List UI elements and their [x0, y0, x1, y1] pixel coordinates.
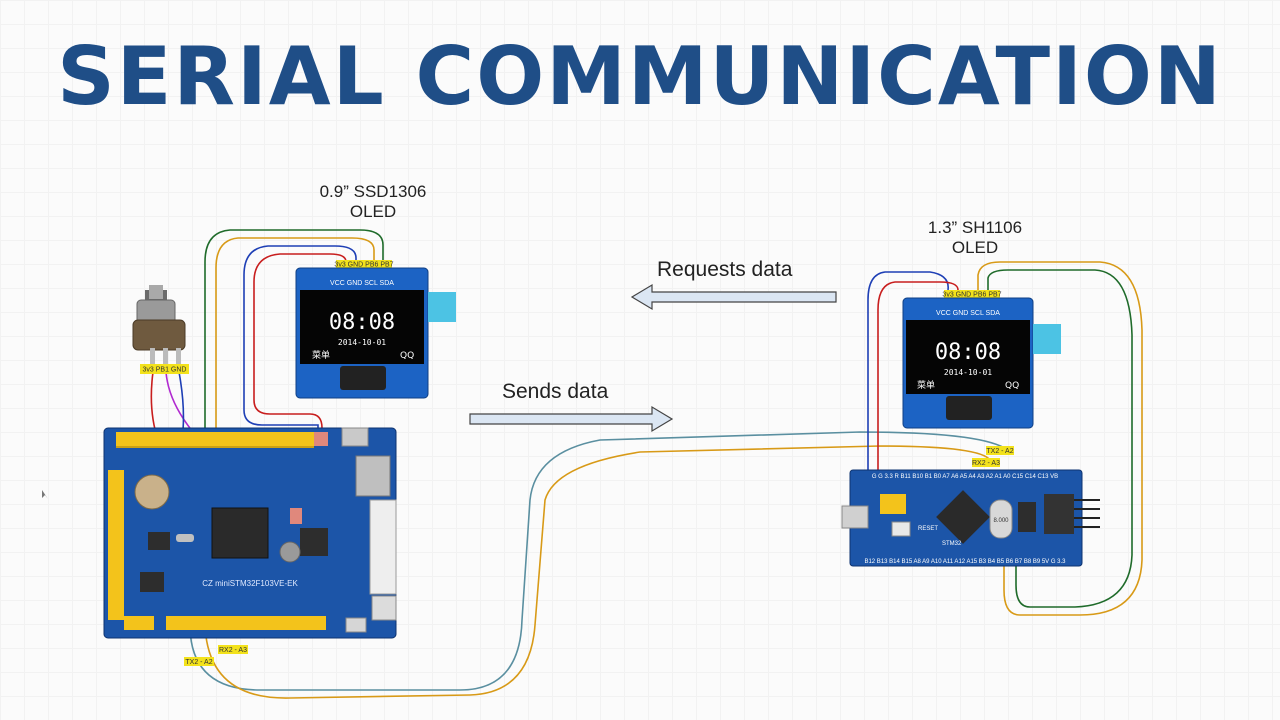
oled-left-time: 08:08 [329, 310, 395, 335]
requests-data-label: Requests data [657, 258, 793, 281]
wire-right-green [987, 269, 1133, 608]
wire-serial-orange [204, 445, 991, 699]
oled-right-model: 1.3” SH1106 [927, 218, 1023, 237]
oled-left-model: 0.9” SSD1306 [319, 182, 427, 201]
oled-left-type: OLED [349, 202, 397, 221]
oled-left-pin-row: VCC GND SCL SDA [330, 280, 394, 287]
oled-left-pin-header: 3v3 GND PB6 PB7 [334, 262, 393, 269]
oled-right-app: QQ [1005, 381, 1019, 391]
sends-arrow [469, 405, 674, 433]
page-title: SERIAL COMMUNICATION [57, 30, 1223, 123]
potentiometer: 3v3 PB1 GND [132, 285, 189, 374]
board-left-name: CZ miniSTM32F103VE-EK [202, 579, 298, 588]
oled-right-pin-header: 3v3 GND PB6 PB7 [942, 292, 1001, 299]
oled-right-date: 2014-10-01 [944, 368, 992, 377]
board-right-bottom-pins: B12 B13 B14 B15 A8 A9 A10 A11 A12 A15 B3… [864, 559, 1066, 565]
wire-right-red [877, 281, 959, 470]
board-right-reset-label: RESET [918, 526, 938, 532]
wire-left-blue [243, 245, 357, 440]
oled-right-module: 3v3 GND PB6 PB7 VCC GND SCL SDA 08:08 20… [902, 290, 1061, 429]
oled-left-app: QQ [400, 351, 414, 361]
board-left: CZ miniSTM32F103VE-EK TX2 - A2 RX2 - A3 [103, 427, 397, 666]
oled-right-menu: 菜单 [917, 379, 935, 391]
board-left-tx-tag: TX2 - A2 [185, 659, 212, 666]
board-right-top-pins: G G 3.3 R B11 B10 B1 B0 A7 A6 A5 A4 A3 A… [872, 474, 1058, 480]
oled-left-menu: 菜单 [312, 349, 330, 361]
oled-right-pin-row: VCC GND SCL SDA [936, 310, 1000, 317]
oled-left-date: 2014-10-01 [338, 338, 386, 347]
oled-right-time: 08:08 [935, 340, 1001, 365]
cursor-icon [42, 490, 48, 499]
board-right-rx-tag: RX2 - A3 [972, 460, 1000, 467]
board-right-chip-label: STM32 [942, 541, 962, 547]
wire-right-blue [867, 271, 949, 470]
wire-left-green [204, 229, 384, 440]
requests-arrow [630, 283, 837, 311]
board-right-tx-tag: TX2 - A2 [986, 448, 1013, 455]
board-right-crystal-label: 8.000 [993, 518, 1009, 524]
oled-right-label: 1.3” SH1106 OLED [905, 218, 1045, 258]
wire-left-orange [215, 237, 375, 440]
board-right: TX2 - A2 RX2 - A3 G G 3.3 R B11 B10 B1 B… [841, 446, 1100, 567]
pot-pin-label: 3v3 PB1 GND [143, 367, 187, 374]
wire-right-orange [977, 261, 1143, 616]
oled-left-label: 0.9” SSD1306 OLED [303, 182, 443, 222]
board-left-rx-tag: RX2 - A3 [219, 647, 247, 654]
wire-left-red [253, 253, 347, 440]
oled-right-type: OLED [951, 238, 999, 257]
oled-left-module: 3v3 GND PB6 PB7 VCC GND SCL SDA 08:08 20… [295, 260, 456, 399]
wire-serial-teal [189, 431, 1011, 691]
sends-data-label: Sends data [502, 380, 609, 403]
